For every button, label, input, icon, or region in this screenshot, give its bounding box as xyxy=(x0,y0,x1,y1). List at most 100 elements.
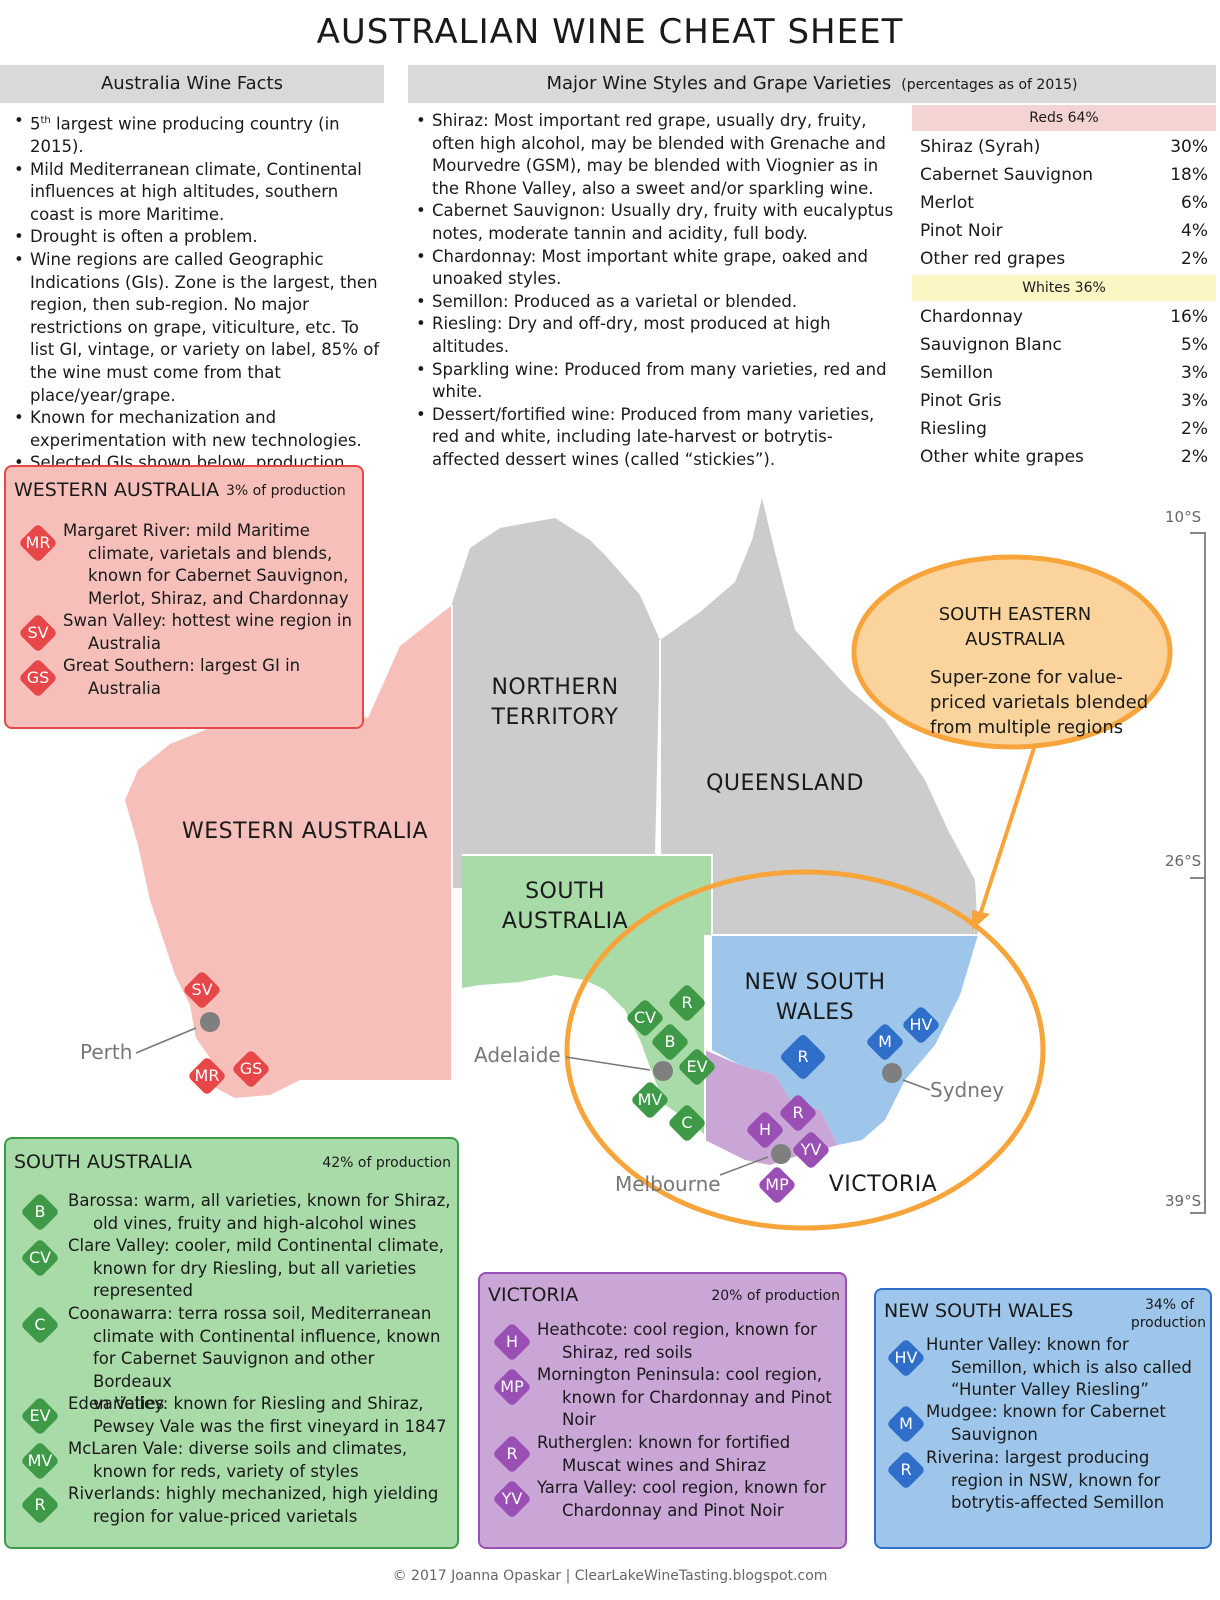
reds-header: Reds 64% xyxy=(912,105,1216,131)
map-badge-h: H xyxy=(745,1110,785,1150)
sa-entry-b: Barossa: warm, all varieties, known for … xyxy=(68,1191,451,1233)
sa-entry-cv: Clare Valley: cooler, mild Continental c… xyxy=(68,1236,444,1301)
nsw-badge-r: R xyxy=(886,1450,926,1490)
se-zone-description: Super-zone for value-priced varietals bl… xyxy=(930,667,1149,738)
style-item: Riesling: Dry and off-dry, most produced… xyxy=(416,313,896,358)
style-item: Chardonnay: Most important white grape, … xyxy=(416,246,896,291)
map-badge-hv: HV xyxy=(901,1005,941,1045)
city-sydney: Sydney xyxy=(930,1078,1005,1102)
sa-badge-cv: CV xyxy=(20,1238,60,1278)
sa-box-pct: 42% of production xyxy=(322,1155,451,1171)
latitude-26: 26°S xyxy=(1165,852,1202,870)
fact-item: Known for mechanization and experimentat… xyxy=(14,407,384,452)
wa-box-pct: 3% of production xyxy=(226,483,346,499)
style-item: Semillon: Produced as a varietal or blen… xyxy=(416,291,896,314)
map-label-wa: WESTERN AUSTRALIA xyxy=(182,819,428,844)
style-item: Cabernet Sauvignon: Usually dry, fruity … xyxy=(416,200,896,245)
city-perth: Perth xyxy=(80,1040,133,1064)
se-zone-outline xyxy=(564,869,1046,1231)
perth-dot xyxy=(200,1012,220,1032)
map-badge-r-sa: R xyxy=(667,983,707,1023)
wa-badge-sv: SV xyxy=(18,613,58,653)
copyright-footer: © 2017 Joanna Opaskar | ClearLakeWineTas… xyxy=(392,1568,828,1584)
vic-badge-mp: MP xyxy=(492,1367,532,1407)
nsw-badge-m: M xyxy=(886,1404,926,1444)
se-zone-callout xyxy=(851,554,1173,750)
vic-box-title: VICTORIA xyxy=(488,1284,579,1306)
map-label-qld: QUEENSLAND xyxy=(706,771,864,796)
wa-badge-gs: GS xyxy=(18,658,58,698)
map-badge-sv: SV xyxy=(182,970,222,1010)
city-adelaide: Adelaide xyxy=(474,1043,561,1067)
style-item: Shiraz: Most important red grape, usuall… xyxy=(416,110,896,200)
sa-entry-c: Coonawarra: terra rossa soil, Mediterran… xyxy=(68,1304,441,1414)
latitude-10: 10°S xyxy=(1165,508,1202,526)
map-badge-c: C xyxy=(667,1103,707,1143)
map-badge-mr: MR xyxy=(187,1056,227,1096)
qld-region xyxy=(660,498,978,935)
city-melbourne: Melbourne xyxy=(615,1172,721,1196)
facts-heading: Australia Wine Facts xyxy=(0,65,384,103)
sydney-dot xyxy=(882,1063,902,1083)
wa-box-title: WESTERN AUSTRALIA xyxy=(14,479,220,501)
nsw-badge-hv: HV xyxy=(886,1338,926,1378)
nsw-region xyxy=(712,935,978,1145)
map-badge-r-nsw: R xyxy=(778,1032,828,1082)
fact-item: 5th largest wine producing country (in 2… xyxy=(14,110,384,159)
wa-badge-mr: MR xyxy=(18,523,58,563)
vic-badge-yv: YV xyxy=(492,1479,532,1519)
vic-badge-h: H xyxy=(492,1322,532,1362)
nt-region xyxy=(452,518,660,888)
map-badge-b: B xyxy=(650,1022,690,1062)
sa-badge-ev: EV xyxy=(20,1396,60,1436)
wa-info-box: WESTERN AUSTRALIA 3% of production MR Ma… xyxy=(4,465,364,729)
melbourne-dot xyxy=(771,1144,791,1164)
latitude-39: 39°S xyxy=(1165,1192,1202,1210)
vic-entry-mp: Mornington Peninsula: cool region,known … xyxy=(537,1365,832,1430)
sa-badge-mv: MV xyxy=(20,1441,60,1481)
fact-item: Wine regions are called Geographic Indic… xyxy=(14,249,384,407)
sa-box-title: SOUTH AUSTRALIA xyxy=(14,1151,193,1173)
sa-entry-r: Riverlands: highly mechanized, high yiel… xyxy=(68,1484,439,1526)
sa-entry-mv: McLaren Vale: diverse soils and climates… xyxy=(68,1439,408,1481)
adelaide-dot xyxy=(653,1061,673,1081)
styles-heading: Major Wine Styles and Grape Varieties(pe… xyxy=(408,65,1216,103)
vic-info-box: VICTORIA 20% of production H Heathcote: … xyxy=(478,1272,847,1549)
sa-badge-c: C xyxy=(20,1305,60,1345)
vic-box-pct: 20% of production xyxy=(711,1288,840,1304)
map-badge-mv: MV xyxy=(630,1080,670,1120)
styles-list: Shiraz: Most important red grape, usuall… xyxy=(416,110,896,472)
fact-item: Drought is often a problem. xyxy=(14,226,384,249)
whites-header: Whites 36% xyxy=(912,275,1216,301)
map-badge-ev: EV xyxy=(677,1047,717,1087)
map-badge-mp: MP xyxy=(757,1165,797,1205)
vic-badge-r: R xyxy=(492,1434,532,1474)
sa-badge-r: R xyxy=(20,1485,60,1525)
page-title: AUSTRALIAN WINE CHEAT SHEET xyxy=(316,12,904,52)
map-badge-cv: CV xyxy=(625,998,665,1038)
sa-region xyxy=(462,855,712,1135)
nsw-box-title: NEW SOUTH WALES xyxy=(884,1300,1074,1322)
map-label-vic: VICTORIA xyxy=(828,1172,938,1197)
map-badge-r-vic: R xyxy=(778,1093,818,1133)
map-badge-m: M xyxy=(865,1022,905,1062)
